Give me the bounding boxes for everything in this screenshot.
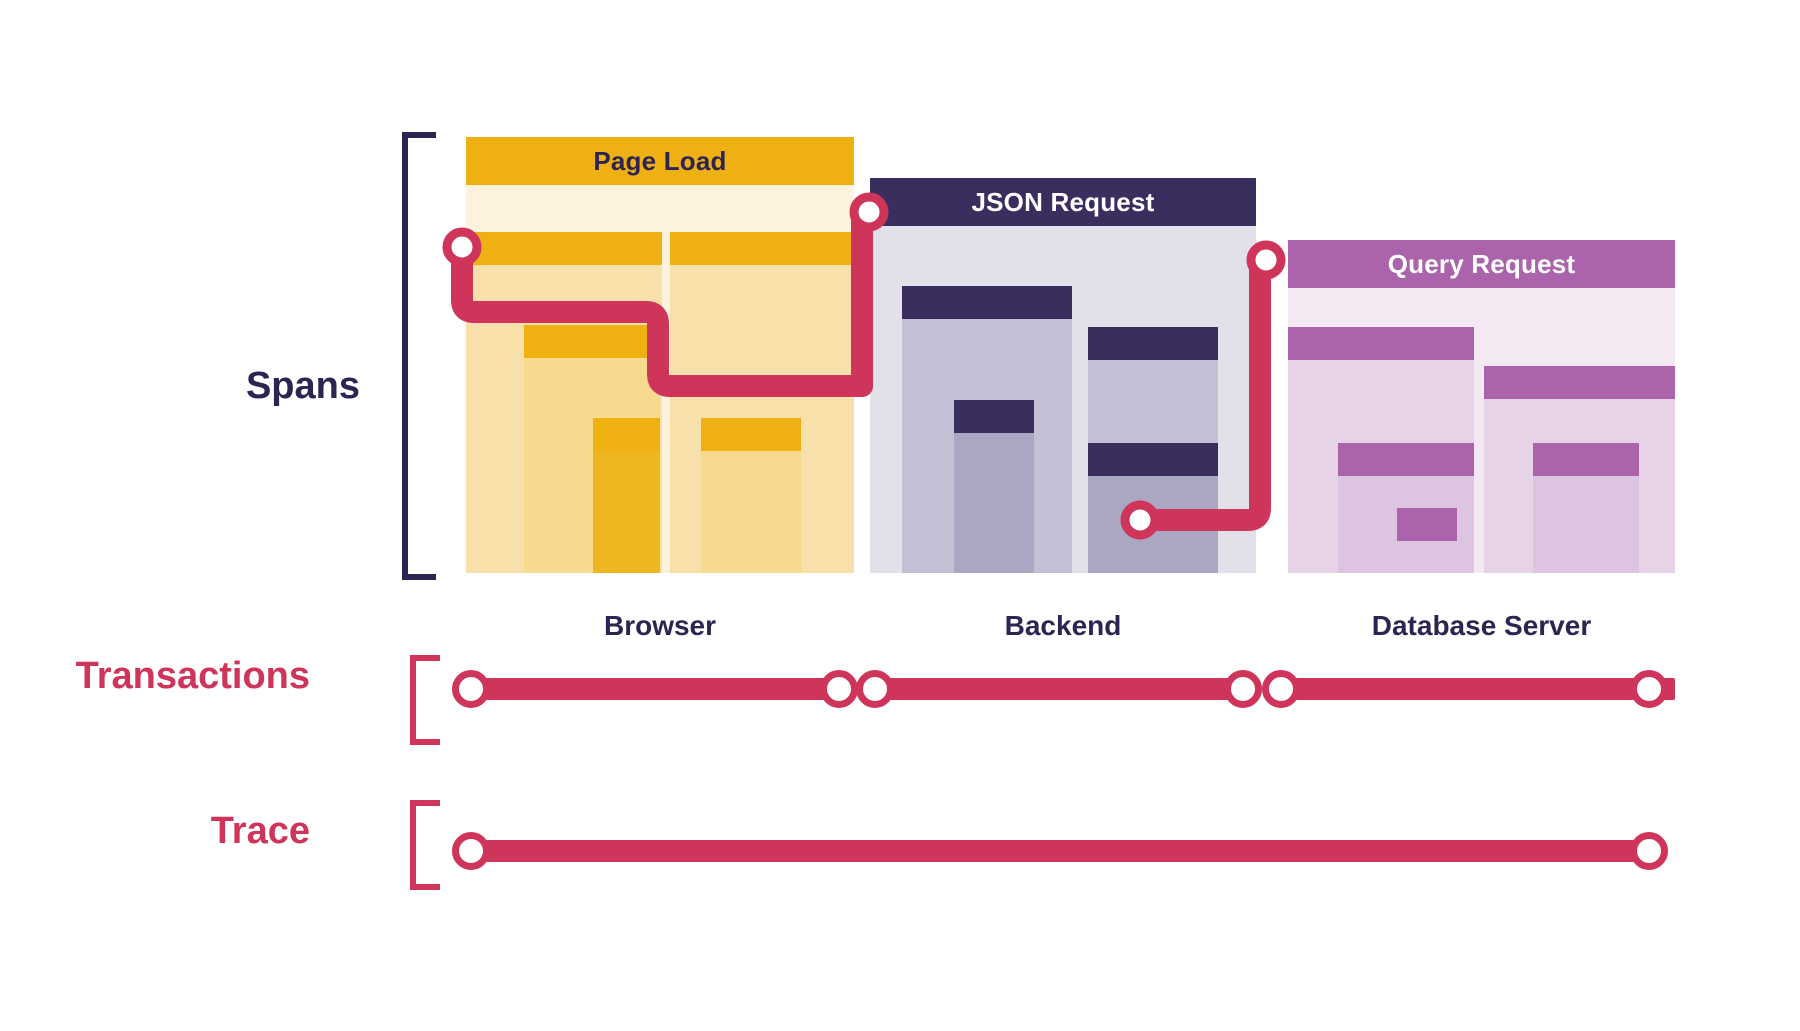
browser-header-label: Page Load <box>466 137 854 185</box>
browser-span-resource-b-cap <box>670 232 854 265</box>
browser-span-child-a-cap <box>524 325 660 358</box>
backend-caption: Backend <box>1004 610 1122 641</box>
service-column-backend: JSON Request Backend <box>870 0 1256 1031</box>
spans-row-label: Spans <box>245 365 360 407</box>
backend-span-serializer-cap <box>954 400 1034 433</box>
backend-span-handler-cap <box>902 286 1072 319</box>
transaction-backend-end-dot <box>1224 670 1262 708</box>
trace-end-dot <box>1630 832 1668 870</box>
transactions-row-label: Transactions <box>75 655 310 697</box>
transaction-database-start-dot <box>1262 670 1300 708</box>
database-span-execute-cap <box>1484 366 1675 399</box>
backend-span-service-cap <box>1088 327 1218 360</box>
service-column-browser: Page Load Browser <box>466 0 854 1031</box>
transaction-segment-browser <box>466 678 853 700</box>
browser-caption: Browser <box>603 610 717 641</box>
browser-span-leaf-a <box>593 418 660 573</box>
trace-bracket <box>410 800 440 890</box>
browser-span-leaf-b <box>701 418 801 573</box>
database-span-row-read <box>1397 508 1457 573</box>
database-header-label: Query Request <box>1288 240 1675 288</box>
transaction-segment-backend <box>870 678 1257 700</box>
backend-span-db-call <box>1088 443 1218 573</box>
database-span-parse-cap <box>1288 327 1474 360</box>
backend-header-label: JSON Request <box>870 178 1256 226</box>
transaction-database-end-dot <box>1630 670 1668 708</box>
transactions-bracket <box>410 655 440 745</box>
database-span-row-read-cap <box>1397 508 1457 541</box>
database-span-index-scan-cap <box>1338 443 1474 476</box>
browser-span-resource-a-cap <box>466 232 662 265</box>
database-span-fetch <box>1533 443 1639 573</box>
database-caption: Database Server <box>1371 610 1592 641</box>
transaction-browser-start-dot <box>452 670 490 708</box>
trace-start-dot <box>452 832 490 870</box>
spans-bracket <box>402 132 436 580</box>
service-column-database: Query Request Database Server <box>1288 0 1675 1031</box>
backend-span-db-call-cap <box>1088 443 1218 476</box>
trace-segment-full <box>466 840 1646 862</box>
database-span-fetch-cap <box>1533 443 1639 476</box>
backend-span-serializer <box>954 400 1034 573</box>
browser-span-leaf-a-cap <box>593 418 660 451</box>
transaction-browser-end-dot <box>820 670 858 708</box>
transaction-backend-start-dot <box>856 670 894 708</box>
transaction-segment-database <box>1288 678 1675 700</box>
trace-row-label: Trace <box>210 810 310 852</box>
browser-span-leaf-b-cap <box>701 418 801 451</box>
